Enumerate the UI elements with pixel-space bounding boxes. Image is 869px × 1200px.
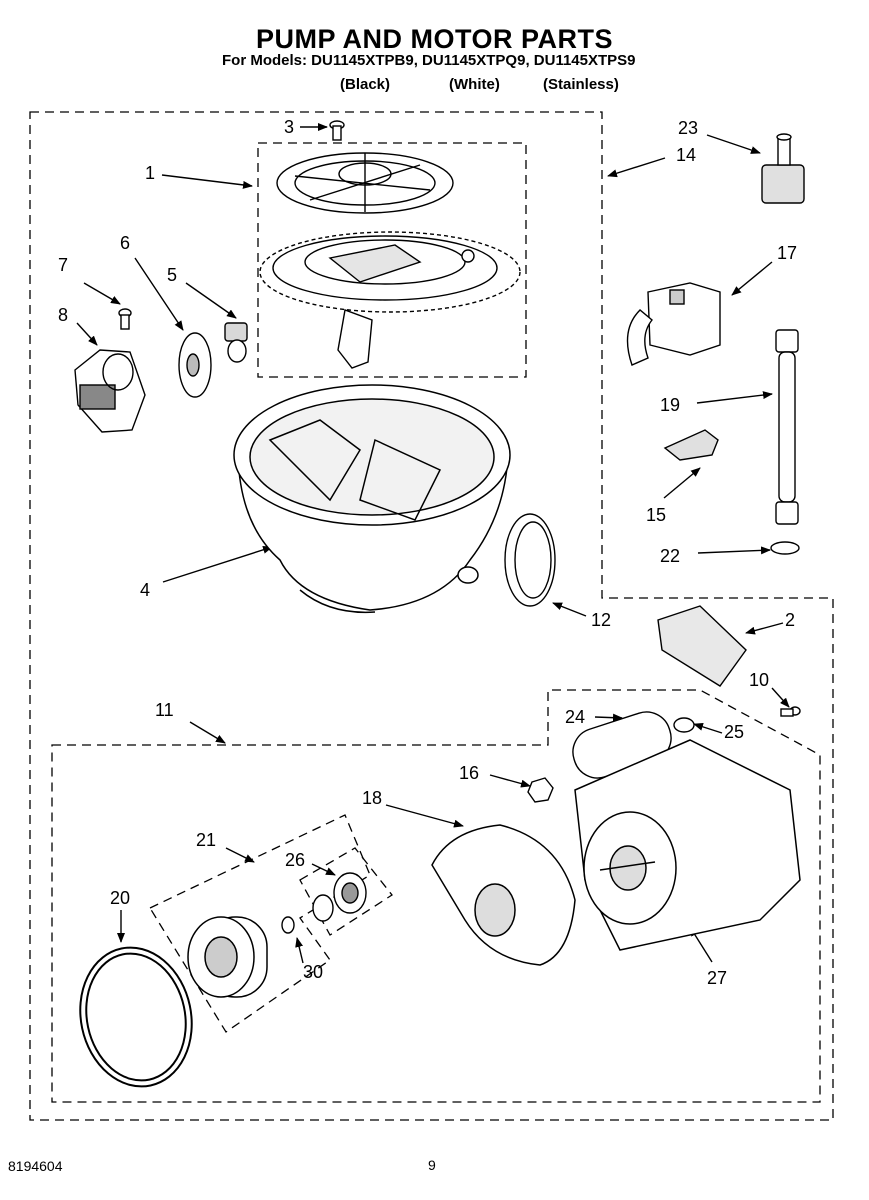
part-6-chopper (178, 332, 212, 398)
arrow-15 (663, 467, 701, 499)
part-12-seal-ring (504, 513, 556, 607)
callout-6: 6 (120, 233, 131, 253)
arrow-26 (594, 713, 623, 722)
page-title: PUMP AND MOTOR PARTS (255, 24, 614, 54)
callout-12: 12 (591, 610, 612, 630)
arrow-5 (185, 282, 237, 319)
callout-22: 21 (196, 830, 217, 850)
callout-21: 20 (110, 888, 131, 908)
part-17-bracket (626, 282, 721, 366)
outer-boundary (29, 111, 834, 1121)
part-19-hose (775, 329, 799, 525)
callout-5: 5 (167, 265, 178, 285)
part-16-nut (527, 777, 554, 803)
callout-8: 8 (58, 305, 69, 325)
arrow-23 (311, 863, 336, 876)
part-8-diverter-motor (74, 349, 146, 433)
sump-top-boundary (257, 142, 527, 378)
callout-3: 3 (284, 117, 295, 137)
part-11-screw (780, 706, 801, 717)
part-2-cover (657, 605, 747, 687)
part-25-sensor (761, 133, 805, 204)
callout-18: 18 (362, 788, 383, 808)
callout-23: 26 (285, 850, 306, 870)
arrow-16 (489, 774, 531, 788)
part-7-screw (118, 308, 132, 330)
arrow-30 (295, 937, 304, 964)
callout-19: 19 (660, 395, 681, 415)
callout-11: 10 (749, 670, 770, 690)
part-27-washer (673, 717, 695, 733)
part-3-screw (329, 120, 345, 141)
callout-1: 1 (145, 163, 156, 183)
arrow-11 (771, 687, 790, 708)
arrow-4 (162, 545, 273, 583)
callout-25: 23 (678, 118, 699, 138)
callout-4: 4 (140, 580, 151, 600)
part-23-seal (312, 872, 367, 922)
impeller-boundary (149, 814, 371, 1033)
page-number: 9 (428, 1157, 436, 1173)
callout-17: 17 (777, 243, 798, 263)
arrow-25 (706, 134, 761, 154)
arrow-8 (76, 322, 98, 346)
part-20-motor (574, 739, 801, 951)
arrow-19 (696, 391, 773, 404)
variant-white: (White) (449, 76, 500, 93)
arrow-2 (745, 622, 784, 635)
part-1-gear-ring (259, 231, 521, 369)
arrow-10 (189, 721, 226, 744)
callout-27: 25 (724, 722, 745, 742)
arrow-14 (607, 157, 666, 178)
arrow-24 (697, 546, 771, 555)
part-21-gasket (79, 946, 193, 1088)
callout-7: 7 (58, 255, 69, 275)
arrow-27 (693, 722, 723, 734)
arrow-12 (552, 602, 587, 617)
part-30-washer (281, 916, 295, 934)
arrow-18 (385, 804, 464, 828)
variant-stainless: (Stainless) (543, 76, 619, 93)
part-24-clamp (770, 541, 800, 555)
part-4-sump (233, 384, 511, 614)
arrow-17 (731, 261, 773, 296)
callout-15: 15 (646, 505, 667, 525)
callout-10: 11 (155, 700, 174, 720)
arrow-22 (225, 847, 255, 863)
part-1-cover (276, 152, 454, 214)
variant-black: (Black) (340, 76, 391, 93)
part-15-clip (663, 429, 719, 461)
document-number: 8194604 (8, 1158, 63, 1174)
models-line: For Models: DU1145XTPB9, DU1145XTPQ9, DU… (222, 52, 636, 69)
part-18-housing (431, 824, 576, 966)
part-22-impeller (187, 916, 268, 998)
callout-14: 14 (676, 145, 697, 165)
callout-24: 22 (660, 546, 681, 566)
motor-boundary (51, 689, 821, 1103)
arrow-1 (161, 174, 253, 189)
callout-30: 30 (303, 962, 324, 982)
part-5-diverter (224, 322, 248, 363)
callout-16: 16 (459, 763, 480, 783)
callout-26: 24 (565, 707, 586, 727)
arrow-7 (83, 282, 121, 305)
arrow-6 (134, 257, 184, 331)
callout-2: 2 (785, 610, 796, 630)
callout-20: 27 (707, 968, 728, 988)
